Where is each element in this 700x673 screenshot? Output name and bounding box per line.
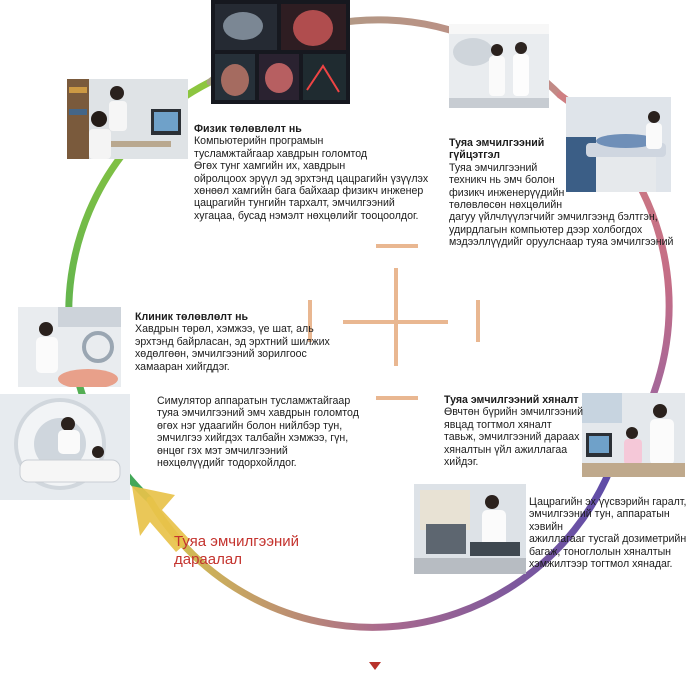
down-triangle-icon (369, 662, 381, 670)
quality-control-text: Цацрагийн эх үүсвэрийн гаралт, эмчилгээн… (529, 496, 687, 571)
clinical-planning-heading: Клиник төлөвлөлт нь (135, 311, 249, 323)
simulation-text: Симулятор аппаратын тусламжтайгаар туяа … (157, 395, 359, 470)
treatment-delivery-text: Туяа эмчилгээний техникч нь эмч болон фи… (449, 161, 674, 249)
ring-segment-bottom (146, 466, 614, 631)
treatment-monitoring-text: Өвчтөн бүрийн эмчилгээний явцад тогтмол … (444, 406, 584, 469)
clinical-planning-block: Клиник төлөвлөлт нь Хавдрын төрөл, хэмжэ… (135, 311, 335, 373)
crosshair-icon (308, 244, 480, 400)
treatment-monitoring-block: Туяа эмчилгээний хяналт Өвчтөн бүрийн эм… (444, 394, 584, 468)
radiotherapy-staff-photo (449, 24, 549, 108)
cycle-arrow-icon (132, 486, 190, 552)
doctors-at-computer-photo (67, 79, 188, 159)
quality-control-block: Цацрагийн эх үүсвэрийн гаралт, эмчилгээн… (529, 496, 699, 570)
follow-up-consultation-photo (582, 393, 685, 477)
clinical-planning-text: Хавдрын төрөл, хэмжээ, үе шат, аль эрхтэ… (135, 323, 330, 373)
physics-planning-block: Физик төлөвлөлт нь Компьютерийн програмы… (194, 123, 442, 222)
treatment-delivery-block: Туяа эмчилгээний гүйцэтгэл Туяа эмчилгээ… (449, 137, 674, 249)
physics-planning-text: Компьютерийн програмын тусламжтайгаар ха… (194, 135, 429, 222)
treatment-delivery-heading: Туяа эмчилгээний гүйцэтгэл (449, 137, 545, 162)
treatment-planning-screen-photo (211, 0, 350, 104)
cycle-title: Туяа эмчилгээний дараалал (174, 533, 300, 568)
treatment-monitoring-heading: Туяа эмчилгээний хяналт (444, 394, 579, 406)
simulation-block: Симулятор аппаратын тусламжтайгаар туяа … (157, 395, 387, 469)
clinical-consultation-photo (18, 307, 121, 387)
patient-on-treatment-table-photo (566, 97, 671, 192)
physics-planning-heading: Физик төлөвлөлт нь (194, 123, 302, 135)
simulator-scanner-photo (0, 394, 130, 500)
dosimetry-equipment-photo (414, 484, 526, 574)
